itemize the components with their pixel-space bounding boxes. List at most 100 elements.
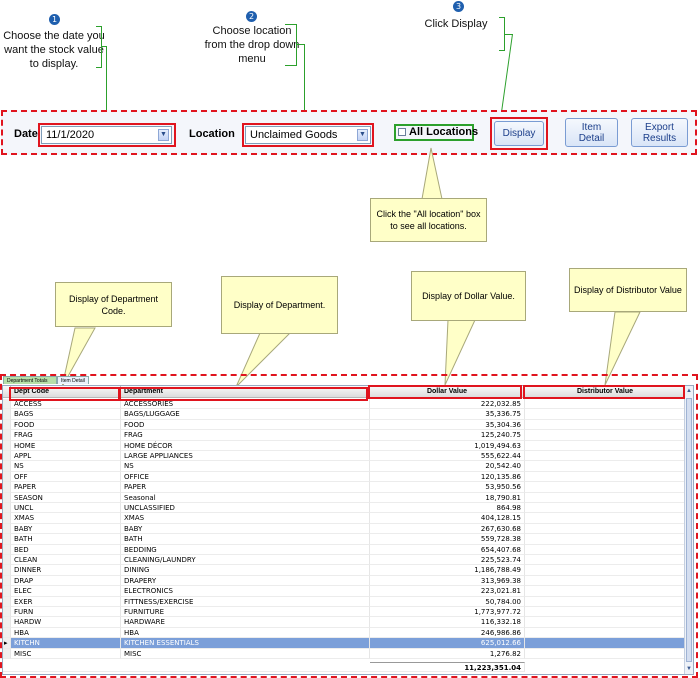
item-detail-button[interactable]: Item Detail bbox=[565, 118, 618, 147]
cell-distributor-value bbox=[525, 617, 686, 628]
step-1-badge: 1 bbox=[49, 14, 60, 25]
checkbox-icon[interactable] bbox=[398, 128, 406, 136]
row-indicator bbox=[3, 565, 11, 576]
cell-dollar-value: 20,542.40 bbox=[370, 461, 525, 472]
cell-dollar-value: 313,969.38 bbox=[370, 575, 525, 587]
export-results-button[interactable]: Export Results bbox=[631, 118, 688, 147]
connector bbox=[304, 44, 305, 125]
all-locations-label[interactable]: All Locations bbox=[409, 126, 479, 138]
row-indicator bbox=[3, 503, 11, 514]
cell-distributor-value bbox=[525, 544, 686, 555]
cell-dollar-value: 267,630.68 bbox=[370, 523, 525, 535]
cell-department: KITCHEN ESSENTIALS bbox=[121, 638, 370, 649]
total-spacer bbox=[3, 662, 370, 673]
row-indicator bbox=[3, 482, 11, 493]
cell-department: OFFICE bbox=[121, 471, 370, 483]
cell-dept-code: KITCHN bbox=[11, 638, 121, 649]
scroll-up-icon[interactable]: ▲ bbox=[686, 388, 692, 394]
cell-department: XMAS bbox=[121, 513, 370, 524]
cell-dept-code: EXER bbox=[11, 596, 121, 607]
cell-dept-code: HBA bbox=[11, 627, 121, 639]
connector bbox=[297, 44, 305, 45]
location-select[interactable]: Unclaimed Goods ▼ bbox=[245, 126, 371, 144]
tab-department-totals[interactable]: Department Totals bbox=[3, 376, 57, 384]
cell-dept-code: FURN bbox=[11, 607, 121, 618]
vertical-scrollbar[interactable]: ▲ ▼ bbox=[684, 386, 693, 674]
cell-distributor-value bbox=[525, 409, 686, 420]
distributor-header-highlight bbox=[523, 385, 685, 399]
cell-dollar-value: 120,135.86 bbox=[370, 471, 525, 483]
scroll-thumb[interactable] bbox=[686, 398, 692, 662]
date-value: 11/1/2020 bbox=[46, 129, 95, 141]
cell-dollar-value: 654,407.68 bbox=[370, 544, 525, 555]
display-button[interactable]: Display bbox=[494, 121, 544, 146]
cell-dept-code: BATH bbox=[11, 534, 121, 545]
row-indicator bbox=[3, 617, 11, 628]
cell-distributor-value bbox=[525, 503, 686, 514]
connector bbox=[504, 17, 505, 51]
cell-department: FURNITURE bbox=[121, 607, 370, 618]
connector bbox=[296, 24, 297, 66]
cell-distributor-value bbox=[525, 461, 686, 472]
cell-dollar-value: 1,019,494.63 bbox=[370, 440, 525, 451]
connector bbox=[505, 34, 513, 35]
cell-dept-code: HOME bbox=[11, 440, 121, 451]
chevron-down-icon[interactable]: ▼ bbox=[158, 129, 169, 141]
cell-distributor-value bbox=[525, 419, 686, 431]
cell-department: HOME DÉCOR bbox=[121, 440, 370, 451]
row-indicator bbox=[3, 492, 11, 503]
cell-distributor-value bbox=[525, 451, 686, 462]
cell-distributor-value bbox=[525, 430, 686, 441]
connector bbox=[285, 24, 297, 25]
chevron-down-icon[interactable]: ▼ bbox=[357, 129, 368, 141]
cell-dollar-value: 35,304.36 bbox=[370, 419, 525, 431]
date-picker[interactable]: 11/1/2020 ▼ bbox=[41, 126, 172, 144]
total-row: 11,223,351.04 bbox=[3, 662, 686, 673]
scroll-down-icon[interactable]: ▼ bbox=[686, 666, 692, 672]
cell-dept-code: FOOD bbox=[11, 419, 121, 431]
triangle-right-icon: ▸ bbox=[3, 638, 11, 649]
cell-department: BABY bbox=[121, 523, 370, 535]
cell-dept-code: DINNER bbox=[11, 565, 121, 576]
row-indicator bbox=[3, 534, 11, 545]
row-indicator bbox=[3, 471, 11, 483]
cell-dept-code: XMAS bbox=[11, 513, 121, 524]
row-indicator bbox=[3, 544, 11, 555]
row-indicator bbox=[3, 523, 11, 535]
cell-dept-code: SEASON bbox=[11, 492, 121, 503]
department-callout: Display of Department. bbox=[221, 276, 338, 334]
connector bbox=[106, 46, 107, 125]
cell-department: DRAPERY bbox=[121, 575, 370, 587]
cell-distributor-value bbox=[525, 440, 686, 451]
dept-code-callout: Display of Department Code. bbox=[55, 282, 172, 327]
tab-item-detail[interactable]: Item Detail bbox=[57, 376, 89, 384]
connector bbox=[285, 65, 297, 66]
cell-department: BAGS/LUGGAGE bbox=[121, 409, 370, 420]
location-highlight bbox=[242, 123, 374, 147]
